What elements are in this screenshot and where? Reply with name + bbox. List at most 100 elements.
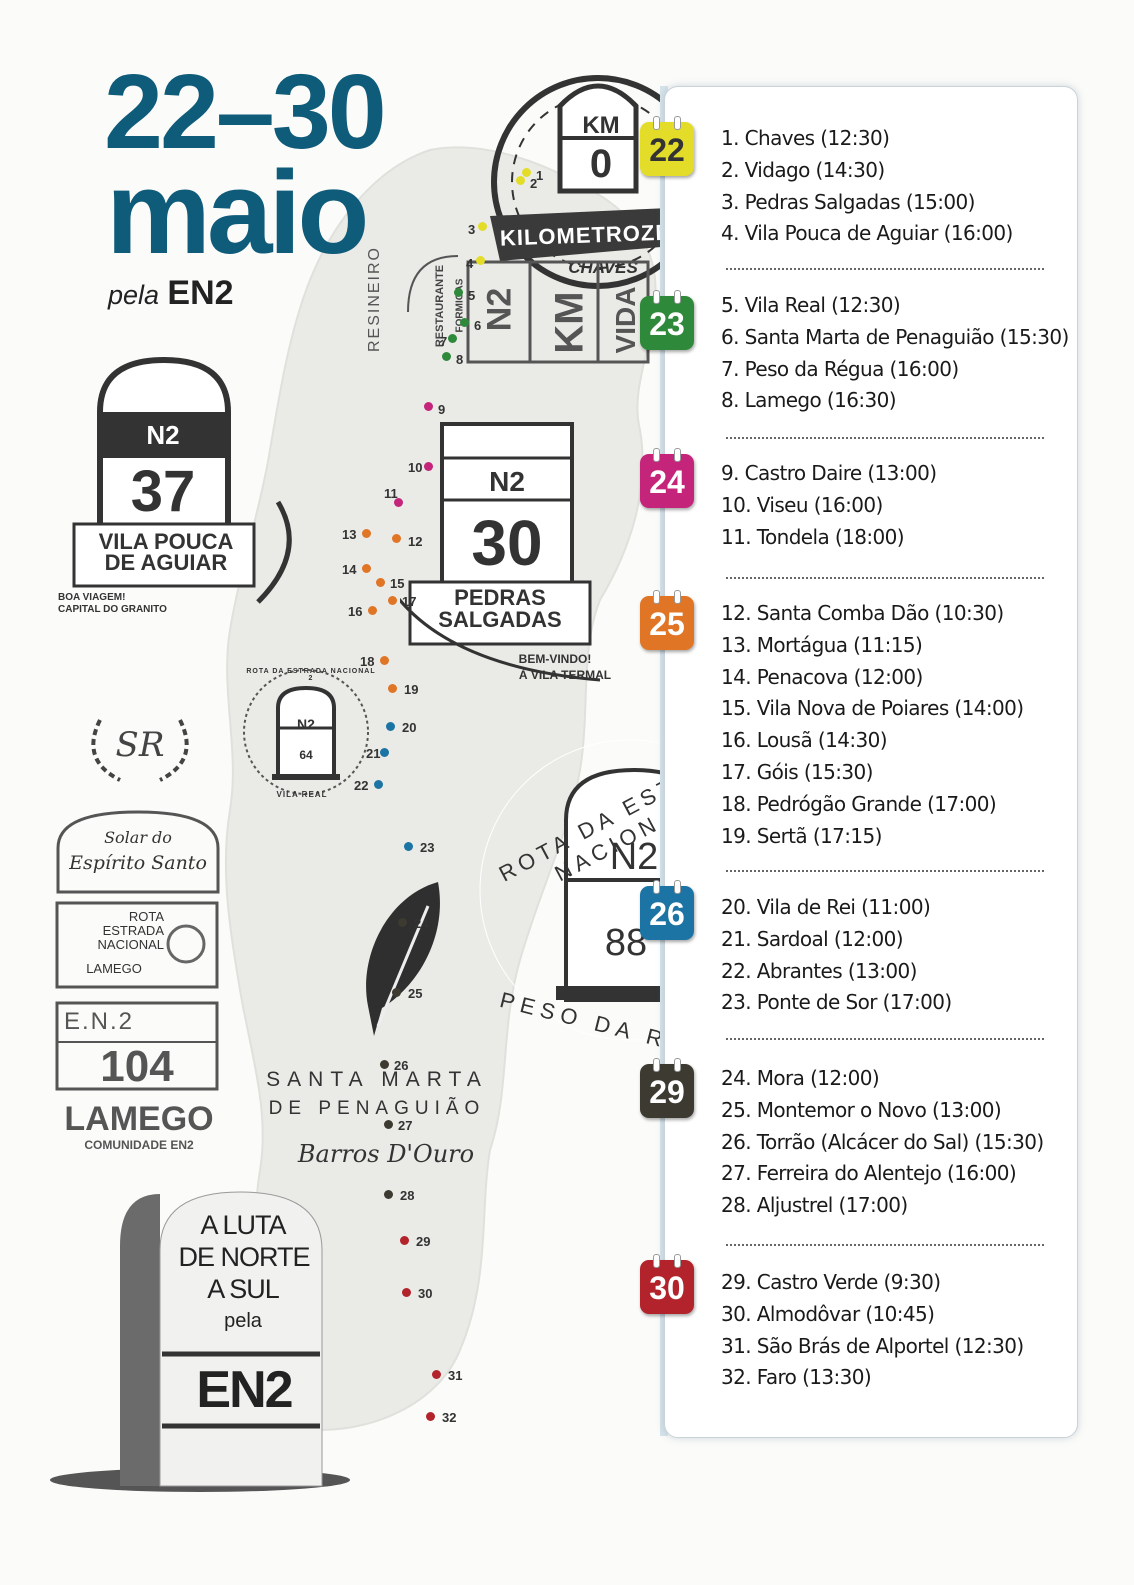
- schedule-item: 7. Peso da Régua (16:00): [721, 356, 959, 381]
- schedule-item: 4. Vila Pouca de Aguiar (16:00): [721, 221, 1013, 246]
- schedule-item: 27. Ferreira do Alentejo (16:00): [721, 1161, 1017, 1186]
- route-dot-label: 25: [408, 986, 423, 1001]
- en2-104-city: LAMEGO: [64, 1100, 214, 1138]
- laurel-logo: SR: [91, 719, 189, 782]
- route-dot: [388, 684, 397, 693]
- route-dot-label: 21: [366, 746, 381, 761]
- rota-l4: LAMEGO: [86, 961, 142, 976]
- n2-37-place2: DE AGUIAR: [104, 550, 228, 575]
- schedule-item: 29. Castro Verde (9:30): [721, 1270, 941, 1294]
- route-dot-label: 12: [408, 534, 423, 549]
- route-dot: [460, 318, 469, 327]
- resineiro-text: RESINEIRO: [366, 246, 383, 353]
- route-dot: [442, 352, 451, 361]
- route-dot: [380, 748, 389, 757]
- route-dot: [454, 288, 463, 297]
- route-dot: [432, 1370, 441, 1379]
- route-dot: [386, 722, 395, 731]
- schedule-item: 2. Vidago (14:30): [721, 157, 885, 182]
- schedule-item: 1. Chaves (12:30): [721, 126, 890, 150]
- schedule-item: 25. Montemor o Novo (13:00): [721, 1097, 1002, 1122]
- route-dot-label: 18: [360, 654, 375, 669]
- route-dot-label: 11: [384, 486, 398, 501]
- n2-37-tag2: CAPITAL DO GRANITO: [58, 604, 167, 615]
- solar-line2: Espírito Santo: [69, 852, 207, 874]
- route-dot-label: 15: [390, 576, 405, 591]
- route-dot: [522, 168, 531, 177]
- route-dot: [392, 534, 401, 543]
- n2-64-city: VILA REAL: [276, 790, 328, 799]
- restaurante-road: N2: [480, 287, 519, 332]
- solar-line1: Solar do: [104, 828, 172, 847]
- route-dot: [400, 1236, 409, 1245]
- schedule-item: 6. Santa Marta de Penaguião (15:30): [721, 324, 1069, 349]
- n2-30-num: 30: [471, 507, 543, 579]
- route-dot-label: 16: [348, 604, 363, 619]
- n2-64-road: N2: [297, 716, 315, 732]
- santa-marta-l2: DE PENAGUIÃO: [268, 1098, 486, 1119]
- route-dot-label: 26: [394, 1058, 409, 1073]
- milestone-stone: [50, 1191, 350, 1492]
- route-dot: [424, 402, 433, 411]
- n2-30-road: N2: [489, 466, 525, 497]
- schedule-item: 21. Sardoal (12:00): [721, 926, 904, 951]
- route-dot: [362, 564, 371, 573]
- schedule-item: 17. Góis (15:30): [721, 760, 873, 784]
- route-dot: [384, 1190, 393, 1199]
- n2-64-num: 64: [299, 748, 313, 762]
- calendar-day-26-icon: 26: [640, 880, 694, 940]
- schedule-separator: [726, 437, 1044, 439]
- restaurante-sub: FORMIGAS: [454, 278, 466, 333]
- santa-marta-signature: Barros D'Ouro: [297, 1140, 475, 1168]
- route-dot-label: 24: [414, 916, 429, 931]
- schedule-item: 30. Almodôvar (10:45): [721, 1301, 935, 1326]
- quill-icon: [366, 882, 440, 1036]
- schedule-item: 28. Aljustrel (17:00): [721, 1193, 908, 1218]
- rota-l2: ESTRADA: [102, 923, 164, 938]
- schedule-item: 13. Mortágua (11:15): [721, 632, 923, 657]
- schedule-item: 5. Vila Real (12:30): [721, 293, 901, 317]
- schedule-item: 23. Ponte de Sor (17:00): [721, 990, 952, 1015]
- schedule-item: 12. Santa Comba Dão (10:30): [721, 601, 1004, 625]
- route-dot-label: 27: [398, 1118, 413, 1133]
- route-dot: [516, 176, 525, 185]
- n2-37-stamp: [72, 356, 292, 604]
- milestone-l2: DE NORTE: [178, 1242, 310, 1272]
- route-dot: [394, 498, 403, 507]
- route-dot: [478, 222, 487, 231]
- calendar-day-30-icon: 30: [640, 1254, 694, 1314]
- route-dot-label: 19: [404, 682, 419, 697]
- route-dot: [374, 780, 383, 789]
- n2-88-road: N2: [609, 836, 659, 878]
- schedule-item: 10. Viseu (16:00): [721, 492, 883, 517]
- schedule-item: 19. Sertã (17:15): [721, 823, 882, 848]
- schedule-item: 24. Mora (12:00): [721, 1066, 880, 1090]
- route-dot-label: 3: [468, 222, 476, 237]
- n2-37-num: 37: [130, 459, 196, 524]
- n2-37-road: N2: [146, 420, 180, 450]
- schedule-item: 11. Tondela (18:00): [721, 524, 905, 549]
- milestone-pela: pela: [224, 1310, 262, 1332]
- route-dot-label: 1: [536, 168, 544, 183]
- route-dot-label: 6: [474, 318, 482, 333]
- restaurante-km: KM: [547, 291, 592, 354]
- schedule-panel: [664, 86, 1078, 1438]
- route-dot: [402, 1288, 411, 1297]
- n2-30-place2: SALGADAS: [438, 607, 562, 632]
- route-dot: [424, 462, 433, 471]
- n2-30-tag2: À VILA TERMAL: [518, 668, 612, 682]
- n2-37-tag1: BOA VIAGEM!: [58, 592, 126, 603]
- rota-lamego-stamp: [55, 901, 219, 989]
- route-dot: [398, 918, 407, 927]
- route-dot: [404, 842, 413, 851]
- schedule-separator: [726, 1038, 1044, 1040]
- calendar-day-23-icon: 23: [640, 290, 694, 350]
- milestone-l3: A SUL: [207, 1274, 280, 1304]
- route-dot: [368, 606, 377, 615]
- schedule-item: 3. Pedras Salgadas (15:00): [721, 189, 975, 214]
- schedule-item: 15. Vila Nova de Poiares (14:00): [721, 696, 1024, 721]
- en2-104-num: 104: [100, 1042, 174, 1091]
- calendar-day-29-icon: 29: [640, 1058, 694, 1118]
- route-dot-label: 22: [354, 778, 369, 793]
- calendar-day-25-icon: 25: [640, 590, 694, 650]
